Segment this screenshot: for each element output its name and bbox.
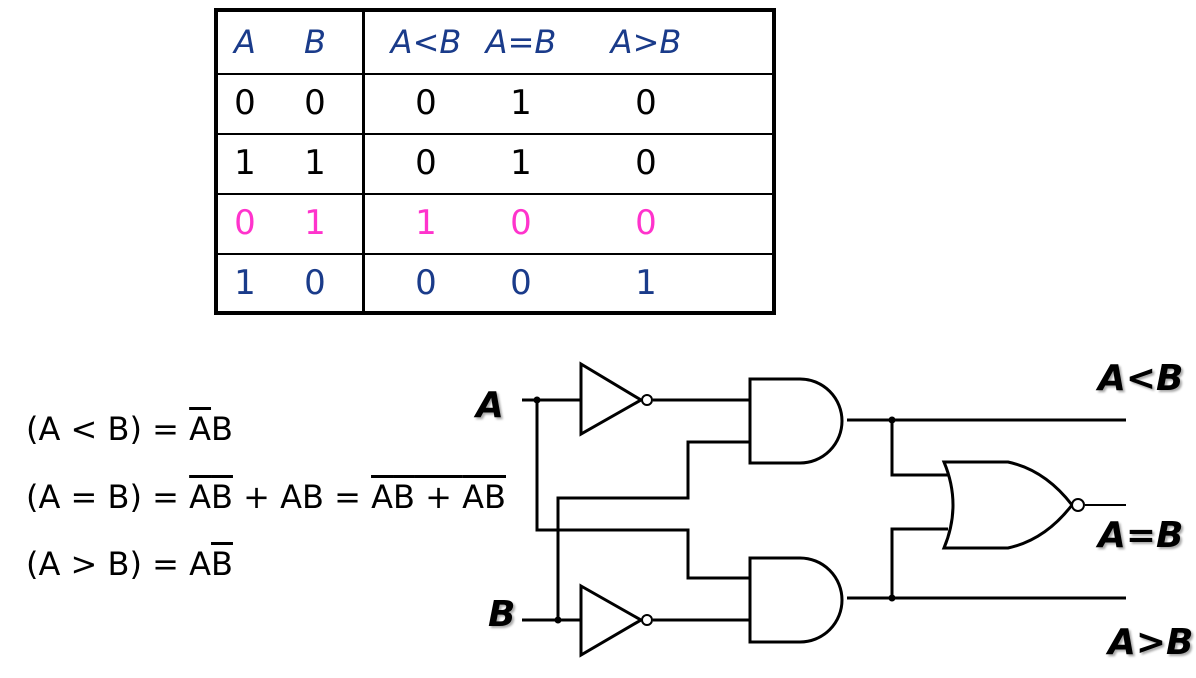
plus-sign: + xyxy=(232,478,281,516)
table-cell: 0 xyxy=(635,203,657,243)
table-cell: 0 xyxy=(304,263,326,303)
negated-expression: AB + AB xyxy=(371,478,506,516)
term-b-bar: B xyxy=(211,478,233,516)
table-header-cell: B xyxy=(304,23,326,61)
table-header-cell: A=B xyxy=(485,23,557,61)
term-a-bar: A xyxy=(189,478,212,516)
row-divider xyxy=(218,133,772,135)
wire-a-to-and2 xyxy=(535,400,750,580)
table-cell: 1 xyxy=(234,143,256,183)
plus-sign: + xyxy=(414,478,463,516)
equation-equal: (A = B) = AB + AB = AB + AB xyxy=(26,478,506,516)
and-gate-1 xyxy=(748,377,844,465)
not-gate-a xyxy=(579,361,644,437)
equation-less-than: (A < B) = AB xyxy=(26,410,233,448)
junction-dot-lt xyxy=(888,416,896,424)
term-a-bar: A xyxy=(189,410,212,448)
term-b: B xyxy=(211,410,233,448)
equals-sign: = xyxy=(323,478,372,516)
equation-greater-than: (A > B) = AB xyxy=(26,545,233,583)
table-cell: 1 xyxy=(510,143,532,183)
table-cell: 1 xyxy=(304,143,326,183)
equation-lhs: (A < B) = xyxy=(26,410,190,448)
wire-lt-to-nor xyxy=(890,420,948,477)
output-label-lt: A<B xyxy=(1098,358,1184,399)
wire-gt-to-nor xyxy=(890,527,948,598)
table-cell: 0 xyxy=(415,263,437,303)
table-cell: 1 xyxy=(415,203,437,243)
junction-dot-a xyxy=(533,396,541,404)
table-cell: 1 xyxy=(510,83,532,123)
table-cell: 0 xyxy=(510,263,532,303)
table-cell: 1 xyxy=(304,203,326,243)
table-cell: 0 xyxy=(415,143,437,183)
truth-table: A B A<B A=B A>B 0 0 0 1 0 1 1 0 1 0 0 1 1 0 0 1 0 0 0 1 xyxy=(214,8,776,315)
input-label-b: B xyxy=(488,594,516,635)
row-divider xyxy=(218,73,772,75)
term-b-bar: B xyxy=(211,545,233,583)
row-divider xyxy=(218,253,772,255)
row-divider xyxy=(218,193,772,195)
table-cell: 0 xyxy=(415,83,437,123)
output-label-gt: A>B xyxy=(1108,622,1194,663)
table-cell: 0 xyxy=(635,143,657,183)
term-a: A xyxy=(189,545,212,583)
junction-dot-gt xyxy=(888,594,896,602)
table-cell: 0 xyxy=(234,83,256,123)
not-gate-b xyxy=(579,583,645,658)
table-header-cell: A xyxy=(234,23,256,61)
nor-gate xyxy=(941,460,1074,550)
and-gate-2 xyxy=(748,556,844,644)
wire-b-to-and1 xyxy=(556,440,750,620)
input-label-a: A xyxy=(476,385,504,426)
table-cell: 0 xyxy=(234,203,256,243)
output-label-eq: A=B xyxy=(1098,515,1184,556)
not-bubble-a xyxy=(641,394,653,406)
term-a: A xyxy=(462,478,485,516)
table-header-cell: A<B xyxy=(390,23,462,61)
term-b-bar: B xyxy=(484,478,506,516)
table-cell: 1 xyxy=(234,263,256,303)
column-divider xyxy=(362,12,365,311)
table-cell: 1 xyxy=(635,263,657,303)
table-header-cell: A>B xyxy=(610,23,682,61)
term-ab: AB xyxy=(280,478,324,516)
equation-lhs: (A > B) = xyxy=(26,545,190,583)
table-cell: 0 xyxy=(635,83,657,123)
nor-bubble xyxy=(1071,498,1085,512)
table-cell: 0 xyxy=(510,203,532,243)
junction-dot-b xyxy=(554,616,562,624)
table-cell: 0 xyxy=(304,83,326,123)
term-a-bar: A xyxy=(371,478,394,516)
term-b: B xyxy=(393,478,415,516)
equation-lhs: (A = B) = xyxy=(26,478,190,516)
not-bubble-b xyxy=(641,614,653,626)
